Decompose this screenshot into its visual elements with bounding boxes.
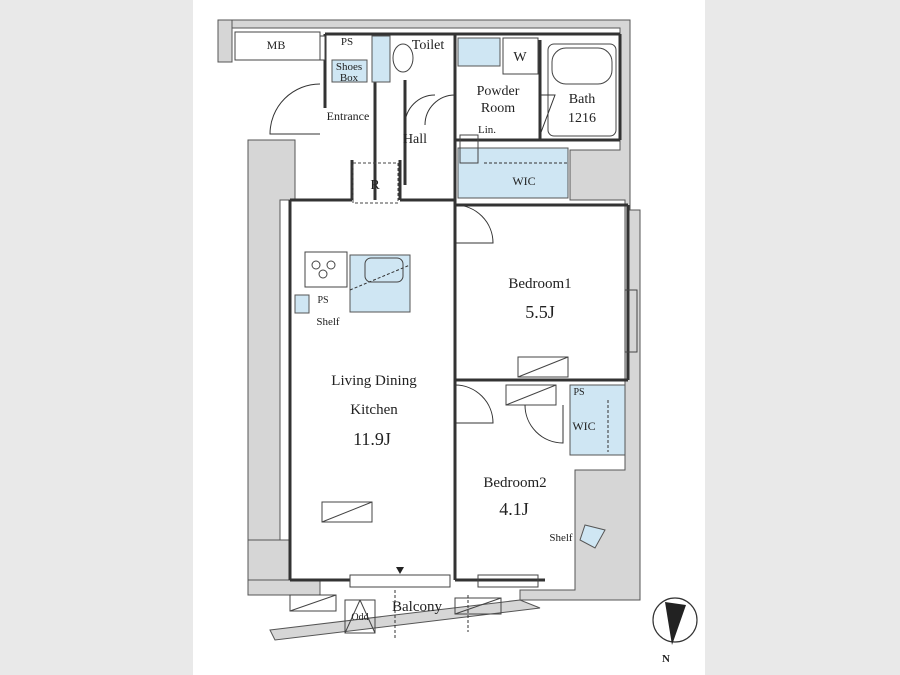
kitchen-counter bbox=[349, 254, 411, 313]
ldk-sliding-window bbox=[349, 574, 451, 588]
label-shoes-line2: Box bbox=[340, 72, 359, 84]
toilet-storage bbox=[371, 35, 391, 83]
label-hall: Hall bbox=[403, 132, 427, 147]
bedroom2-sliding-window bbox=[477, 574, 539, 588]
washbasin-counter bbox=[457, 37, 501, 67]
fixtures bbox=[234, 31, 638, 634]
label-w: W bbox=[513, 50, 527, 65]
bedroom1-window bbox=[624, 289, 638, 353]
floor-plan-svg: MB PS Toilet W Shoes Box Entrance Powder… bbox=[217, 19, 698, 665]
burner-icon bbox=[318, 269, 328, 279]
label-powder-line1: Powder bbox=[477, 84, 520, 99]
label-ldk-line1: Living Dining bbox=[331, 373, 417, 389]
bedroom2-door bbox=[454, 384, 494, 424]
label-r: R bbox=[370, 178, 380, 193]
label-wic-top: WIC bbox=[512, 174, 535, 188]
label-powder-line2: Room bbox=[481, 101, 515, 116]
label-bedroom2-name: Bedroom2 bbox=[483, 475, 546, 491]
label-odd: Odd bbox=[351, 612, 368, 623]
burner-icon bbox=[311, 260, 321, 270]
bedroom2-shelf bbox=[579, 524, 606, 549]
label-bath-line2: 1216 bbox=[568, 111, 596, 126]
door-swings bbox=[269, 83, 564, 444]
label-balcony: Balcony bbox=[392, 599, 442, 615]
sink bbox=[364, 257, 404, 283]
compass: N bbox=[652, 597, 698, 665]
burner-icon bbox=[326, 260, 336, 270]
balcony-ac-outdoor-2 bbox=[454, 597, 502, 615]
washer-space bbox=[502, 37, 539, 75]
storage-areas bbox=[294, 35, 626, 549]
balcony-ac-outdoor bbox=[289, 594, 337, 612]
bedroom2-ac-unit bbox=[505, 384, 557, 406]
wic-top bbox=[457, 147, 569, 199]
north-arrow-icon bbox=[665, 602, 686, 645]
label-bath-line1: Bath bbox=[569, 92, 595, 107]
floor-plan: MB PS Toilet W Shoes Box Entrance Powder… bbox=[193, 0, 705, 675]
label-ps-kitchen: PS bbox=[317, 295, 328, 306]
toilet-bowl bbox=[392, 43, 414, 73]
wic-bed2-door bbox=[524, 404, 564, 444]
kitchen-shelf bbox=[294, 294, 310, 314]
refrigerator-space bbox=[352, 162, 399, 204]
bedroom1-ac-unit bbox=[517, 356, 569, 378]
stove bbox=[304, 251, 348, 288]
label-bedroom1-name: Bedroom1 bbox=[508, 276, 571, 292]
bedroom1-door bbox=[454, 204, 494, 244]
shoes-box bbox=[331, 59, 368, 83]
bathtub bbox=[547, 43, 617, 137]
label-ldk-size: 11.9J bbox=[353, 429, 391, 449]
label-bedroom2-size: 4.1J bbox=[499, 499, 529, 519]
labels: MB PS Toilet W Shoes Box Entrance Powder… bbox=[267, 36, 596, 623]
label-bedroom1-size: 5.5J bbox=[525, 302, 555, 322]
label-entrance: Entrance bbox=[327, 109, 370, 123]
entrance-door bbox=[269, 83, 321, 135]
interior-walls bbox=[288, 32, 630, 582]
label-mb: MB bbox=[267, 38, 286, 52]
bath-door bbox=[539, 94, 556, 136]
label-toilet: Toilet bbox=[412, 38, 445, 53]
label-shoes-line1: Shoes bbox=[336, 61, 362, 73]
wic-bedroom2 bbox=[569, 384, 626, 456]
label-shelf-kitchen: Shelf bbox=[316, 316, 340, 328]
dashed-lines bbox=[349, 162, 609, 640]
ldk-ac-unit bbox=[321, 501, 373, 523]
powder-door bbox=[424, 94, 456, 126]
label-ps-top: PS bbox=[341, 36, 353, 48]
label-ps-bed2: PS bbox=[573, 387, 584, 398]
label-ldk-line2: Kitchen bbox=[350, 402, 398, 418]
linen-cabinet bbox=[459, 134, 479, 164]
entrance-marker-icon bbox=[396, 567, 404, 574]
label-lin: Lin. bbox=[478, 124, 496, 136]
label-wic-bed2: WIC bbox=[572, 419, 595, 433]
label-shelf-bed2: Shelf bbox=[549, 532, 573, 544]
label-north: N bbox=[662, 653, 670, 665]
